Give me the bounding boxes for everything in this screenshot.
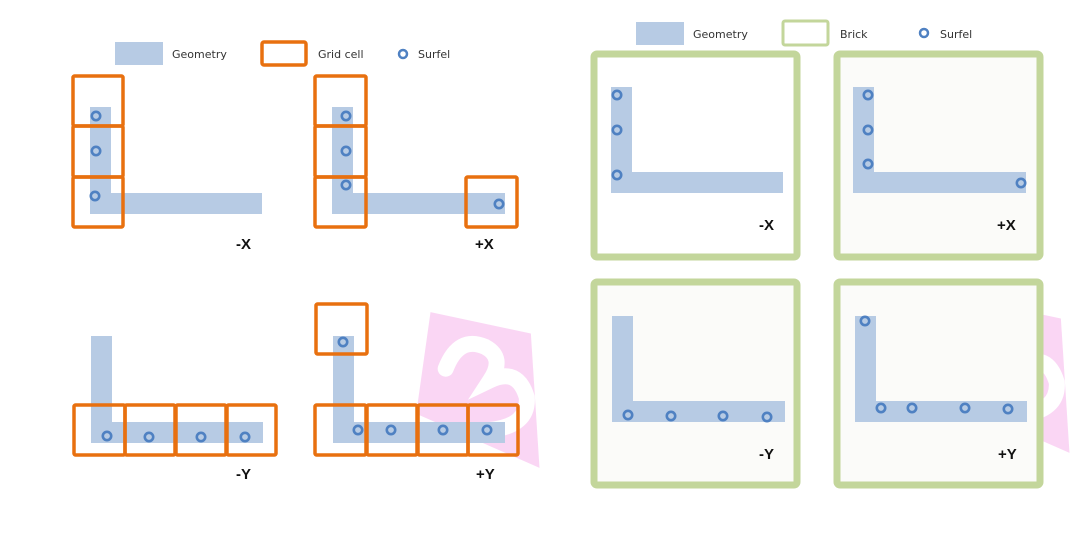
panel-label: -X bbox=[759, 217, 774, 234]
legend-surfel-label: Surfel bbox=[418, 48, 450, 61]
legend-surfel-icon bbox=[397, 48, 409, 60]
legend-geometry-label: Geometry bbox=[172, 48, 227, 61]
surfel bbox=[1015, 177, 1027, 189]
surfel bbox=[481, 424, 493, 436]
legend-surfel-icon bbox=[918, 27, 930, 39]
grid-cell bbox=[313, 175, 368, 229]
panel-label: +X bbox=[475, 236, 494, 253]
surfel bbox=[340, 110, 352, 122]
surfel bbox=[437, 424, 449, 436]
left-panel-plus-y: +Y bbox=[313, 302, 520, 483]
surfel bbox=[195, 431, 207, 443]
legend-geometry-swatch bbox=[636, 22, 684, 45]
brick bbox=[590, 278, 801, 489]
geometry-vertical-bar bbox=[333, 336, 354, 443]
surfel bbox=[239, 431, 251, 443]
geometry-horizontal-bar bbox=[332, 193, 505, 214]
grid-cell bbox=[464, 175, 519, 229]
left-panel-minus-x: -X bbox=[71, 74, 262, 253]
surfel bbox=[611, 89, 623, 101]
brick bbox=[833, 278, 1044, 489]
panel-label: +Y bbox=[476, 466, 495, 483]
surfel bbox=[761, 411, 773, 423]
geometry-horizontal-bar bbox=[90, 193, 262, 214]
right-panel-minus-y: -Y bbox=[590, 278, 801, 489]
surfel bbox=[1002, 403, 1014, 415]
brick bbox=[590, 50, 801, 261]
watermark-glyph bbox=[437, 335, 535, 439]
surfel bbox=[611, 169, 623, 181]
surfel bbox=[340, 145, 352, 157]
brick bbox=[833, 50, 1044, 261]
right-panel-plus-x: +X bbox=[833, 50, 1044, 261]
geometry-vertical-bar bbox=[90, 107, 111, 214]
geometry-vertical-bar bbox=[853, 87, 874, 193]
surfel bbox=[875, 402, 887, 414]
panel-label: +Y bbox=[998, 446, 1017, 463]
surfel bbox=[337, 336, 349, 348]
geometry-vertical-bar bbox=[855, 316, 876, 422]
legend-grid-cell-swatch bbox=[260, 40, 308, 67]
grid-cell bbox=[466, 403, 520, 457]
legend-grid-cell-label: Grid cell bbox=[318, 48, 364, 61]
surfel bbox=[90, 145, 102, 157]
surfel bbox=[385, 424, 397, 436]
surfel bbox=[101, 430, 113, 442]
right-legend: Geometry Brick Surfel bbox=[636, 19, 972, 47]
surfel bbox=[959, 402, 971, 414]
surfel bbox=[717, 410, 729, 422]
geometry-horizontal-bar bbox=[853, 172, 1026, 193]
geometry-vertical-bar bbox=[91, 336, 112, 443]
grid-cell bbox=[314, 302, 369, 356]
surfel bbox=[89, 190, 101, 202]
surfel bbox=[493, 198, 505, 210]
geometry-horizontal-bar bbox=[855, 401, 1027, 422]
geometry-vertical-bar bbox=[332, 107, 353, 214]
panel-label: -Y bbox=[759, 446, 774, 463]
geometry-vertical-bar bbox=[611, 87, 632, 193]
geometry-horizontal-bar bbox=[611, 172, 783, 193]
panel-label: +X bbox=[997, 217, 1016, 234]
surfel bbox=[611, 124, 623, 136]
geometry-vertical-bar bbox=[612, 316, 633, 422]
panel-label: -X bbox=[236, 236, 251, 253]
left-panel-plus-x: +X bbox=[313, 74, 519, 253]
surfel bbox=[859, 315, 871, 327]
surfel bbox=[143, 431, 155, 443]
panel-label: -Y bbox=[236, 466, 251, 483]
watermark-logo-left bbox=[416, 312, 540, 468]
legend-brick-label: Brick bbox=[840, 28, 868, 41]
grid-cell bbox=[225, 403, 278, 457]
right-panel-minus-x: -X bbox=[590, 50, 801, 261]
surfel bbox=[340, 179, 352, 191]
surfel bbox=[862, 158, 874, 170]
surfel bbox=[906, 402, 918, 414]
legend-surfel-label: Surfel bbox=[940, 28, 972, 41]
left-panel-minus-y: -Y bbox=[72, 336, 278, 483]
surfel bbox=[622, 409, 634, 421]
surfel bbox=[862, 89, 874, 101]
watermark-shape bbox=[416, 312, 540, 468]
left-legend: Geometry Grid cell Surfel bbox=[115, 40, 450, 67]
geometry-horizontal-bar bbox=[612, 401, 785, 422]
grid-cell bbox=[71, 175, 125, 229]
surfel bbox=[665, 410, 677, 422]
right-panel-plus-y: +Y bbox=[833, 278, 1044, 489]
legend-geometry-swatch bbox=[115, 42, 163, 65]
surfel bbox=[862, 124, 874, 136]
legend-brick-swatch bbox=[781, 19, 830, 47]
surfel bbox=[90, 110, 102, 122]
surfel bbox=[352, 424, 364, 436]
watermark-diamond bbox=[416, 312, 540, 468]
legend-geometry-label: Geometry bbox=[693, 28, 748, 41]
